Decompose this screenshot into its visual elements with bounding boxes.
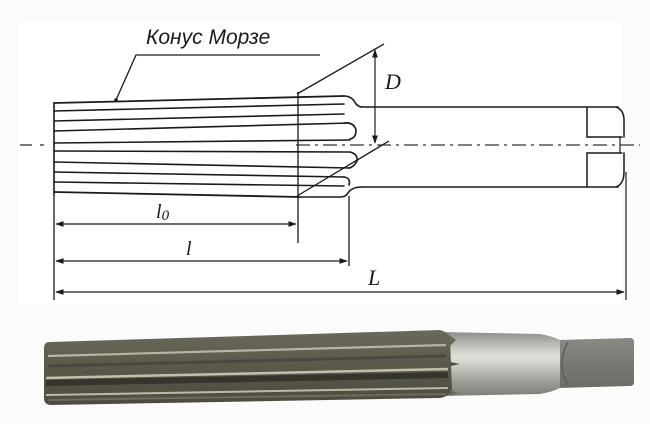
dimension-label-L: L	[367, 265, 380, 290]
working-length-l-dimension: l	[55, 238, 348, 264]
morse-taper-label: Конус Морзе	[146, 26, 270, 49]
morse-taper-callout: Конус Морзе	[114, 26, 320, 102]
flute-length-l0-dimension: l0	[55, 201, 297, 227]
dimension-label-D: D	[384, 69, 401, 94]
reamer-outline	[53, 95, 625, 198]
reamer-photo	[44, 330, 634, 405]
dimension-label-l: l	[186, 238, 192, 260]
total-length-L-dimension: L	[55, 265, 625, 295]
diameter-dimension: D	[372, 49, 401, 144]
taper-projection-lines	[296, 43, 390, 197]
dimension-label-l0: l0	[156, 201, 170, 224]
